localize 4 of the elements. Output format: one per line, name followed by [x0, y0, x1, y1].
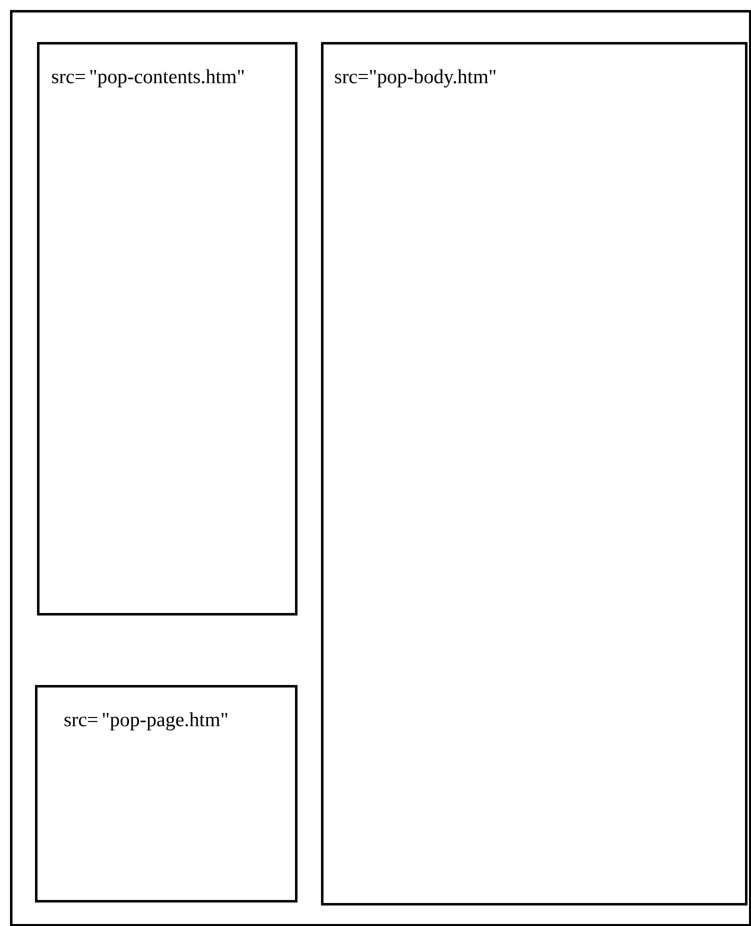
frame-box: src= "pop-contents.htm"	[37, 42, 298, 616]
frame-box: src= "pop-page.htm"	[35, 685, 298, 902]
frame-box	[10, 10, 751, 926]
frame-box: src="pop-body.htm"	[321, 42, 748, 906]
